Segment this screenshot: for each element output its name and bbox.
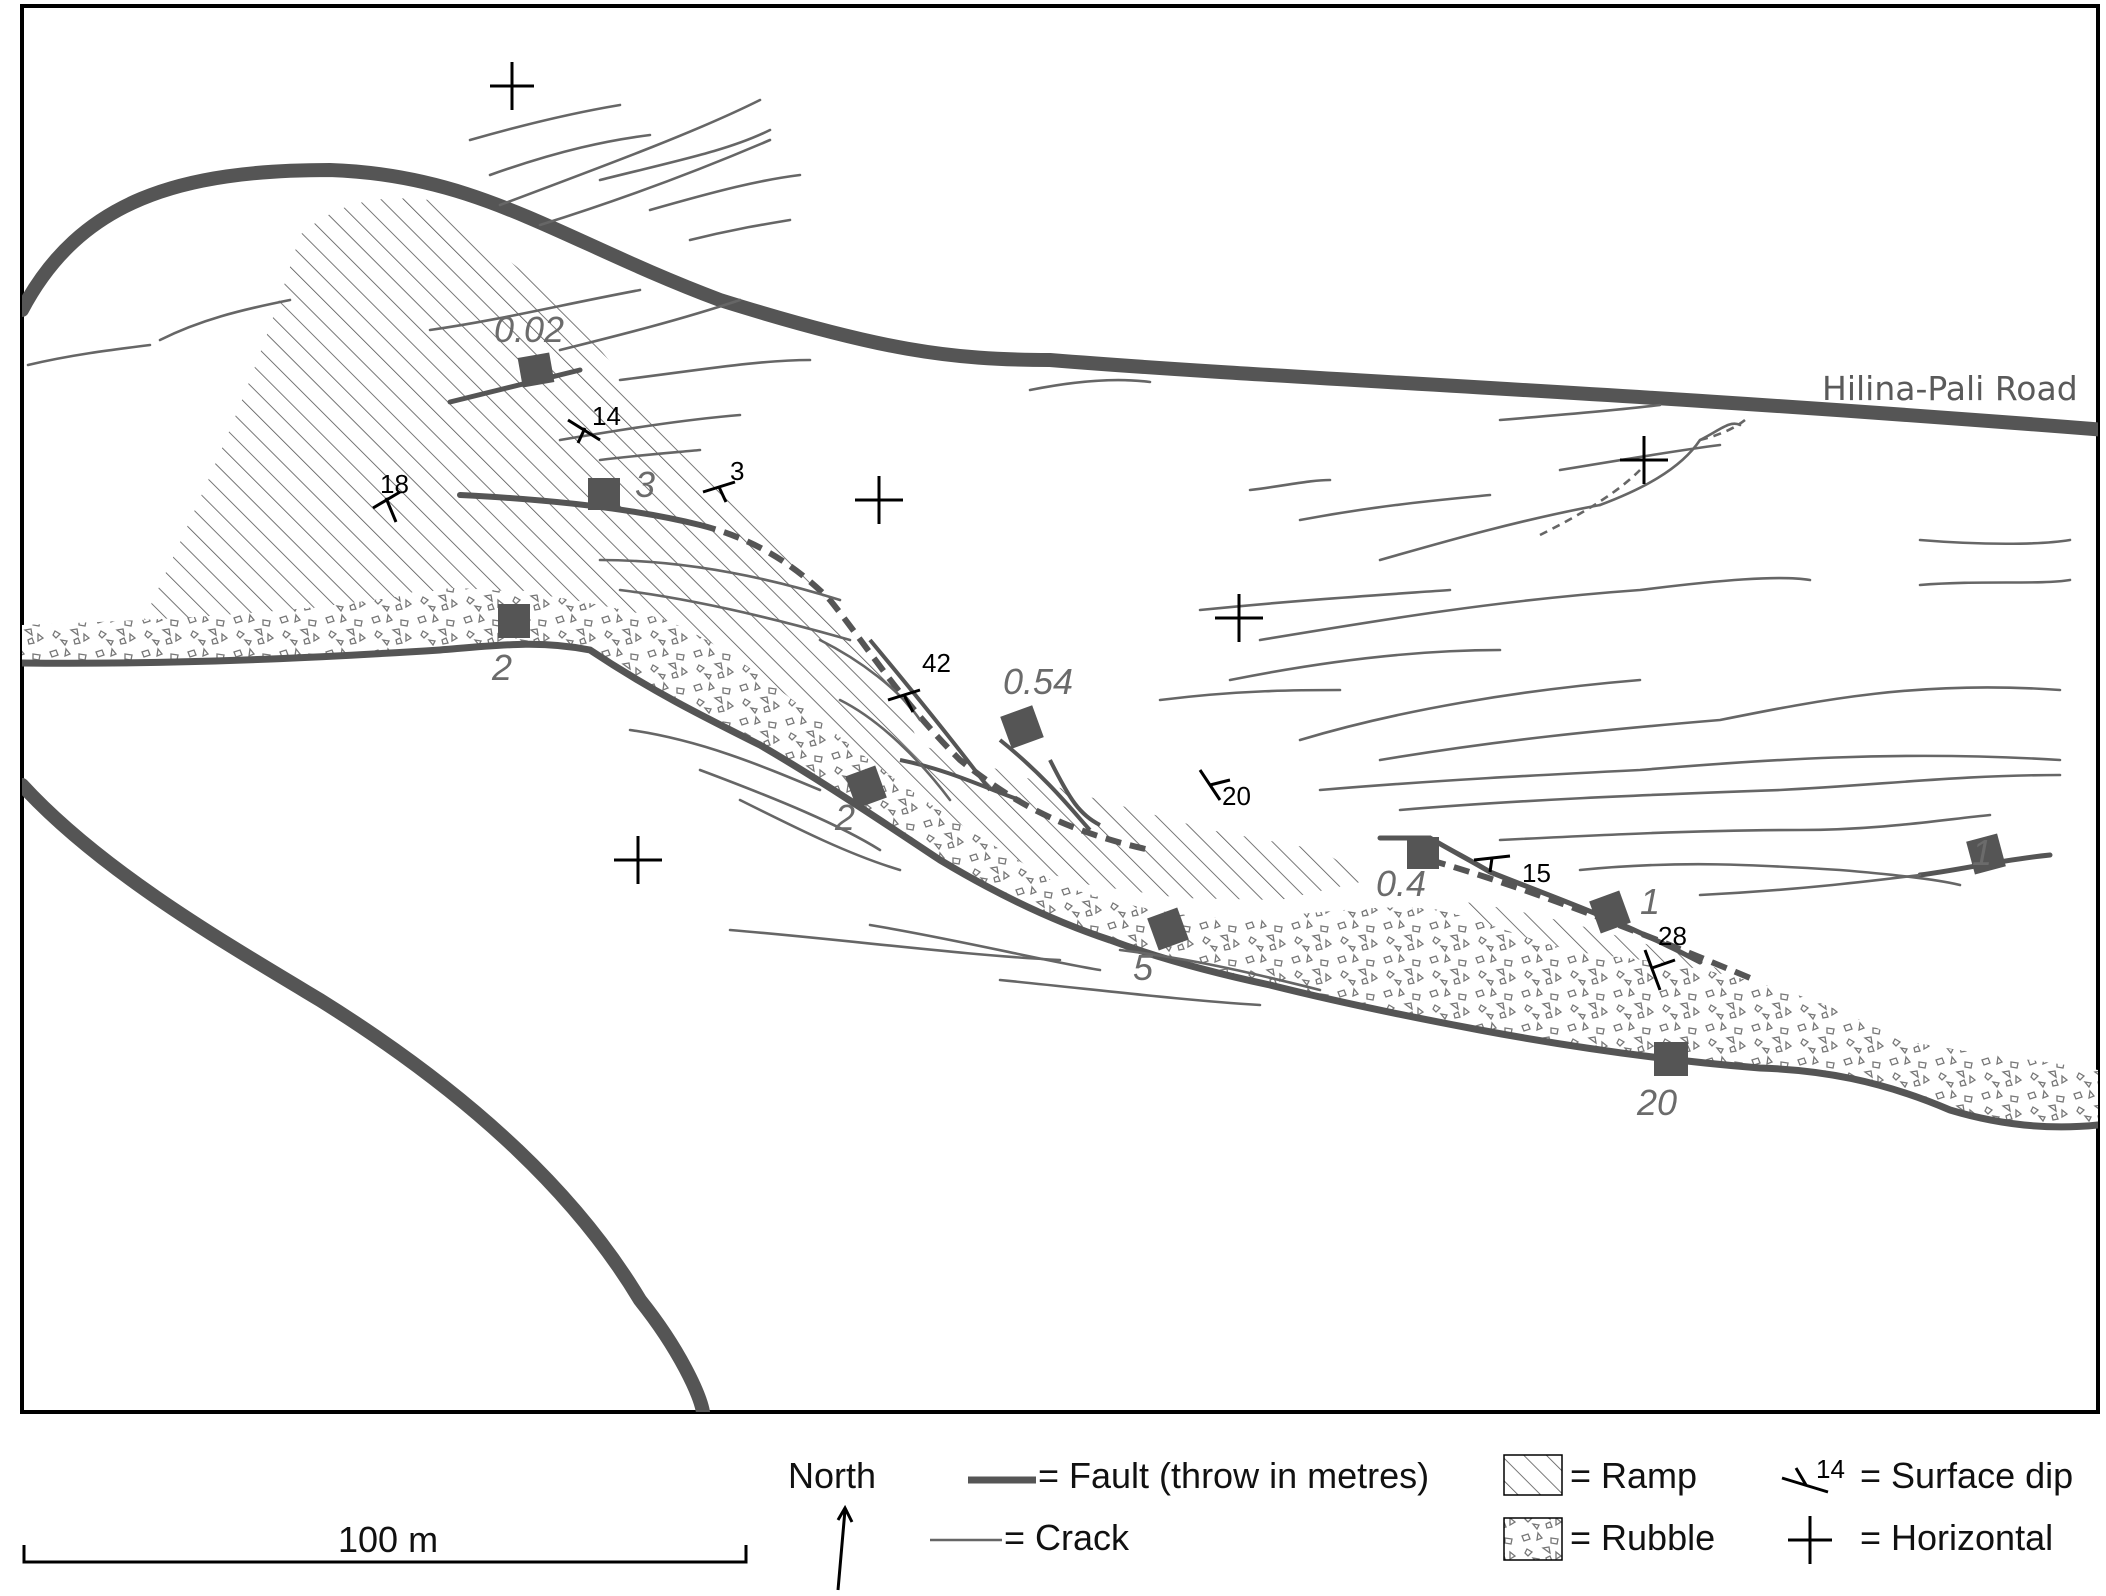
throw-label: 2 [834, 797, 855, 838]
throw-marker [517, 352, 555, 388]
crack-legend-label: = Crack [1004, 1517, 1130, 1558]
horizontal-symbol [614, 836, 662, 884]
cracks [26, 98, 2072, 1007]
rubble-legend-icon [1503, 1517, 1563, 1561]
dip-label: 18 [380, 469, 409, 499]
throw-label: 5 [1133, 947, 1154, 988]
ramp-legend-label: = Ramp [1570, 1455, 1697, 1496]
throw-marker [498, 604, 530, 638]
road-label: Hilina-Pali Road [1822, 369, 2078, 408]
throw-marker [1966, 833, 2006, 875]
dip-label: 15 [1522, 858, 1551, 888]
dip-label: 3 [730, 456, 744, 486]
throw-marker [1654, 1042, 1688, 1076]
roads [22, 162, 2098, 1412]
throw-label: 1 [1640, 881, 1660, 922]
dip-label: 14 [592, 401, 621, 431]
surface-dip-legend-value: 14 [1816, 1454, 1845, 1484]
ramp-legend-icon [1503, 1454, 1563, 1496]
fault-legend-label: = Fault (throw in metres) [1038, 1455, 1429, 1496]
throw-markers [498, 352, 2006, 1076]
throw-label: 0.02 [494, 309, 564, 350]
dip-label: 42 [922, 648, 951, 678]
horizontal-symbol [1620, 436, 1668, 484]
horizontal-legend-icon [1788, 1516, 1832, 1564]
dip-label: 20 [1222, 781, 1251, 811]
dip-label: 28 [1658, 921, 1687, 951]
throw-marker [1147, 907, 1189, 951]
surface-dip-legend-icon [1781, 1467, 1829, 1494]
throw-label: 3 [635, 464, 655, 505]
throw-label: 2 [491, 647, 512, 688]
horizontal-symbol [490, 62, 534, 110]
rubble-band [22, 588, 2098, 1127]
legend: North = Fault (throw in metres) = Crack … [788, 1454, 2073, 1591]
dashed-cracks [1539, 418, 1746, 537]
surface-dip-legend-label: = Surface dip [1860, 1455, 2073, 1496]
horizontal-legend-label: = Horizontal [1860, 1517, 2053, 1558]
throw-marker [845, 765, 887, 809]
throw-marker [588, 478, 620, 510]
north-label: North [788, 1455, 876, 1496]
throw-label: 20 [1636, 1082, 1677, 1123]
rubble-legend-label: = Rubble [1570, 1517, 1715, 1558]
throw-marker [1589, 890, 1631, 934]
dashed-fault-traces [699, 522, 1752, 981]
ramp-faults [868, 638, 1101, 832]
throw-marker [1407, 837, 1439, 869]
scale-bar-label: 100 m [338, 1519, 438, 1560]
horizontal-symbol [1215, 594, 1263, 642]
ramp-area [140, 198, 1370, 901]
scale-bar [22, 1545, 748, 1564]
horizontal-symbol [855, 476, 903, 524]
throw-label: 0.54 [1003, 661, 1073, 702]
north-arrow-icon [836, 1504, 854, 1591]
throw-marker [1000, 705, 1044, 749]
dip-symbols [372, 418, 1676, 991]
throw-label: 1 [1972, 832, 1992, 873]
horizontal-symbols [490, 62, 1668, 884]
throw-label: 0.4 [1376, 863, 1426, 904]
